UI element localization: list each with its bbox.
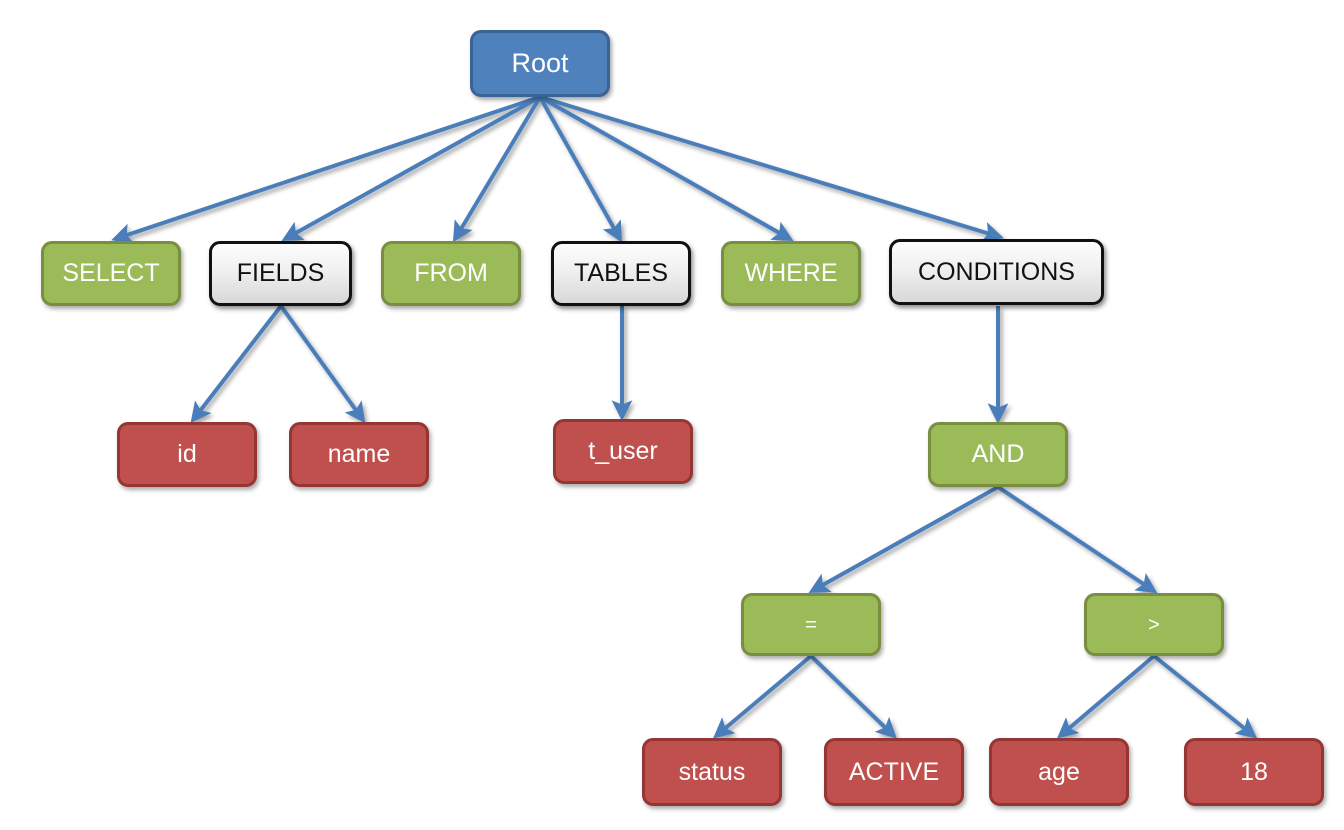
node-label-status: status	[678, 757, 746, 786]
node-label-select: SELECT	[62, 259, 160, 287]
edge-and-to-eq	[808, 485, 999, 593]
node-name[interactable]: name	[289, 422, 429, 487]
node-from[interactable]: FROM	[381, 241, 521, 306]
node-where[interactable]: WHERE	[721, 241, 861, 306]
node-label-eighteen: 18	[1240, 757, 1268, 786]
edge-and-to-gt	[996, 485, 1158, 594]
edge-root-to-from	[452, 95, 542, 243]
node-label-active: ACTIVE	[848, 757, 940, 786]
edge-eq-to-active	[809, 654, 897, 739]
edge-gt-to-age	[1056, 654, 1156, 739]
node-t_user[interactable]: t_user	[553, 419, 693, 484]
edge-root-to-conditions	[539, 95, 1004, 243]
node-eighteen[interactable]: 18	[1184, 738, 1324, 806]
node-active[interactable]: ACTIVE	[824, 738, 964, 806]
node-label-fields: FIELDS	[236, 259, 325, 287]
node-select[interactable]: SELECT	[41, 241, 181, 306]
node-label-name: name	[327, 440, 391, 468]
node-label-age: age	[1038, 757, 1080, 786]
node-label-t_user: t_user	[588, 437, 658, 465]
node-and[interactable]: AND	[928, 422, 1068, 487]
node-fields[interactable]: FIELDS	[209, 241, 352, 306]
node-label-gt: >	[1148, 613, 1160, 636]
edge-fields-to-id	[190, 304, 283, 424]
node-status[interactable]: status	[642, 738, 782, 806]
node-label-and: AND	[971, 440, 1025, 468]
node-label-conditions: CONDITIONS	[918, 257, 1075, 286]
node-label-root: Root	[511, 48, 569, 78]
node-conditions[interactable]: CONDITIONS	[889, 239, 1104, 305]
node-root[interactable]: Root	[470, 30, 610, 97]
edge-root-to-fields	[281, 95, 541, 241]
edge-root-to-select	[111, 95, 541, 244]
node-label-where: WHERE	[744, 259, 838, 287]
node-label-from: FROM	[414, 259, 488, 287]
edge-fields-to-name	[279, 304, 366, 424]
edge-gt-to-18	[1152, 654, 1258, 739]
edge-root-to-where	[539, 95, 794, 241]
edge-eq-to-status	[712, 654, 813, 739]
edge-root-to-tables	[538, 96, 622, 243]
node-label-eq: =	[805, 613, 817, 636]
node-tables[interactable]: TABLES	[551, 241, 691, 306]
node-eq[interactable]: =	[741, 593, 881, 656]
node-gt[interactable]: >	[1084, 593, 1224, 656]
node-age[interactable]: age	[989, 738, 1129, 806]
node-id[interactable]: id	[117, 422, 257, 487]
node-label-tables: TABLES	[573, 259, 669, 287]
node-label-id: id	[177, 440, 197, 468]
